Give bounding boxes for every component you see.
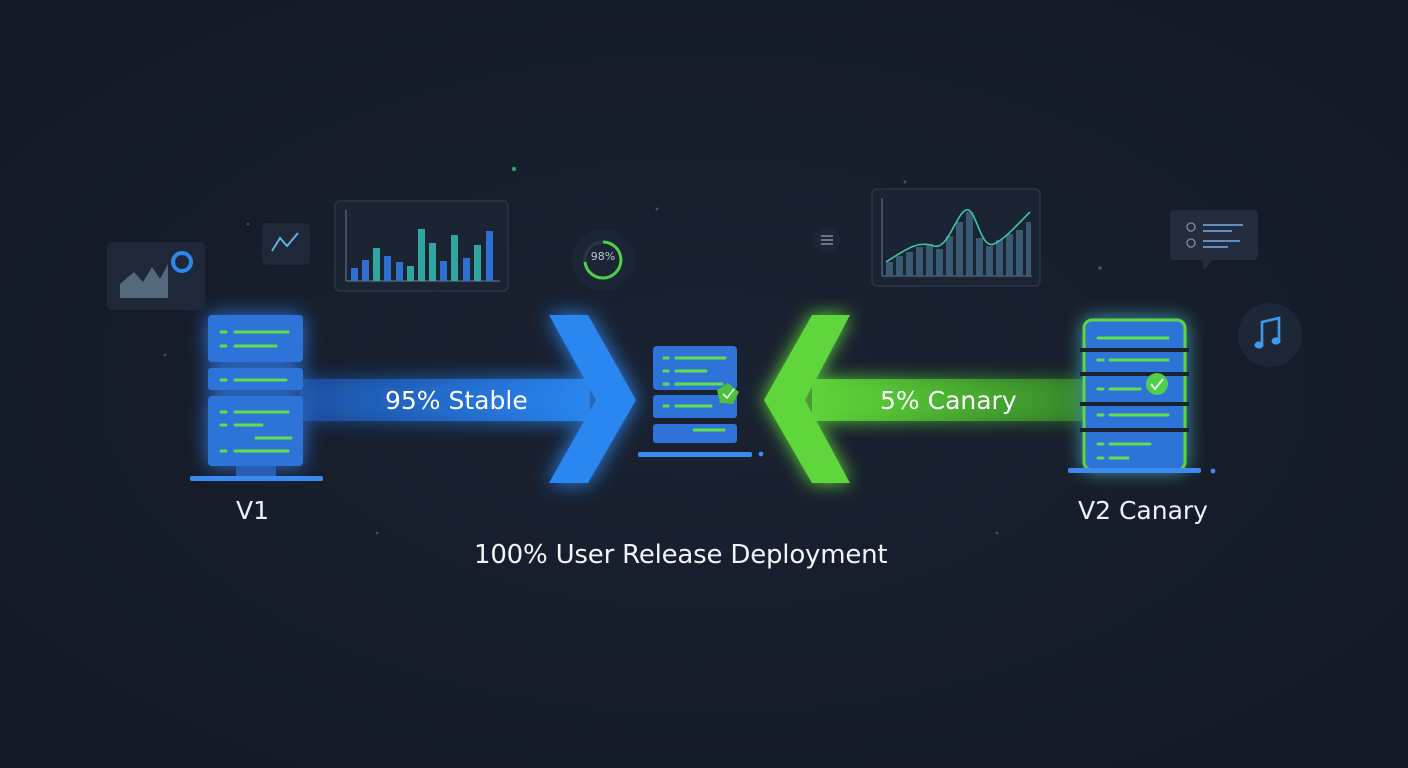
- check-icon: [717, 383, 739, 404]
- canary-flow-label: 5% Canary: [880, 386, 1017, 415]
- list-icon: [1170, 210, 1258, 270]
- stable-flow-arrow: [300, 315, 636, 483]
- v2-canary-server-detail: [1068, 336, 1216, 474]
- deployment-caption: 100% User Release Deployment: [474, 540, 888, 570]
- v1-label: V1: [236, 496, 270, 525]
- progress-ring-icon: [572, 229, 634, 291]
- mixed-chart-icon: [871, 188, 1041, 287]
- canary-flow-arrow: [764, 315, 1084, 483]
- target-server: [638, 346, 764, 457]
- v2-canary-label: V2 Canary: [1078, 496, 1208, 525]
- background-dots: [163, 166, 1102, 535]
- trend-line-icon: [262, 223, 310, 265]
- stable-flow-label: 95% Stable: [385, 386, 528, 415]
- bar-chart-icon: [334, 200, 509, 292]
- area-chart-icon: [107, 242, 205, 310]
- v2-canary-server: [1082, 318, 1187, 472]
- menu-icon: [814, 227, 840, 253]
- progress-ring-text: 98%: [590, 250, 616, 263]
- v1-server-lines: [219, 330, 293, 453]
- v1-server-base: [190, 466, 323, 481]
- music-note-icon: [1238, 303, 1302, 367]
- canary-check-icon: [1146, 373, 1168, 395]
